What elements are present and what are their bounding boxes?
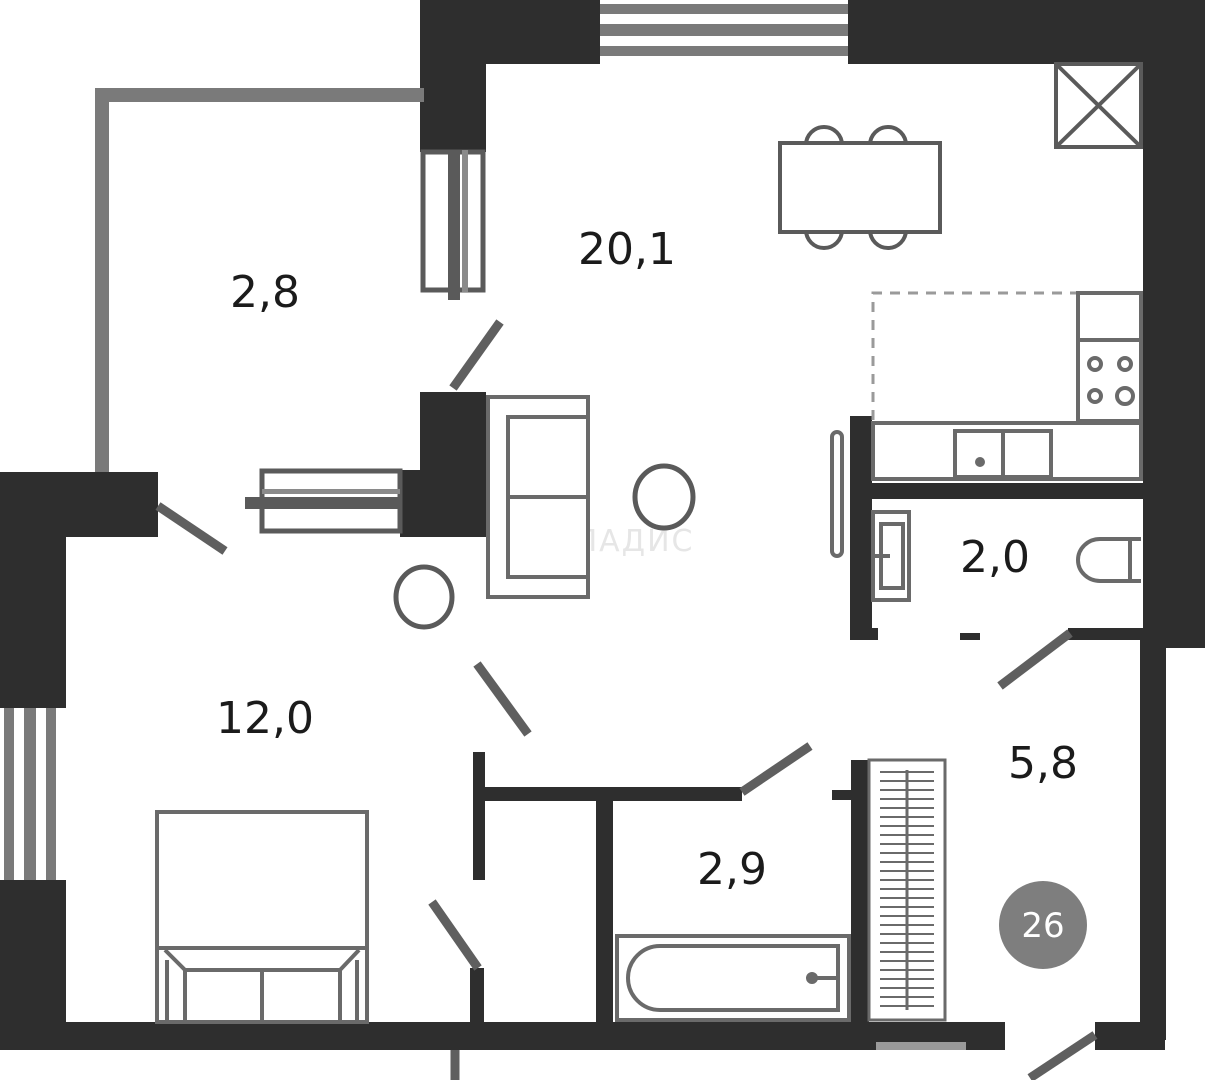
chair-icon <box>803 125 845 147</box>
living-room-area: 20,1 <box>578 224 676 275</box>
window-top <box>600 0 848 64</box>
burner-icon <box>1115 386 1135 406</box>
balcony-door-window <box>420 149 486 300</box>
burner-icon <box>1117 356 1133 372</box>
balcony-wall <box>95 88 424 472</box>
doors <box>155 319 1098 1080</box>
window-left <box>0 708 66 880</box>
chair-icon <box>803 228 845 250</box>
round-table-icon <box>632 463 696 531</box>
apartment-number: 26 <box>1021 906 1064 946</box>
chair-icon <box>867 228 909 250</box>
kitchen-zone <box>871 291 1143 481</box>
washbasin-icon <box>871 510 911 602</box>
balcony-area: 2,8 <box>230 267 300 318</box>
bedroom-area: 12,0 <box>216 693 314 744</box>
chair-icon <box>867 125 909 147</box>
dining-table <box>778 141 942 234</box>
ventilation-shaft <box>1054 62 1143 149</box>
stove <box>1076 291 1143 423</box>
badge-circle <box>999 881 1087 969</box>
wardrobe <box>867 758 947 1022</box>
ottoman-icon <box>393 564 455 630</box>
apartment-number-badge: 26 <box>999 881 1087 969</box>
toilet-icon <box>1076 537 1141 583</box>
wc-area: 2,0 <box>960 532 1030 583</box>
sofa <box>486 395 590 599</box>
bathroom-area: 2,9 <box>697 844 767 895</box>
structural-walls <box>0 0 1205 1050</box>
bed <box>155 810 369 1024</box>
bathtub-icon <box>615 934 851 1022</box>
entrance-threshold <box>876 1042 966 1050</box>
room-labels: 20,1 2,8 12,0 2,0 5,8 2,9 <box>216 224 1078 895</box>
dining-set <box>778 125 942 250</box>
bedroom-balcony-door <box>245 468 403 534</box>
burner-icon <box>1087 388 1103 404</box>
burner-icon <box>1087 356 1103 372</box>
wc-door <box>830 430 844 558</box>
hallway-area: 5,8 <box>1008 738 1078 789</box>
